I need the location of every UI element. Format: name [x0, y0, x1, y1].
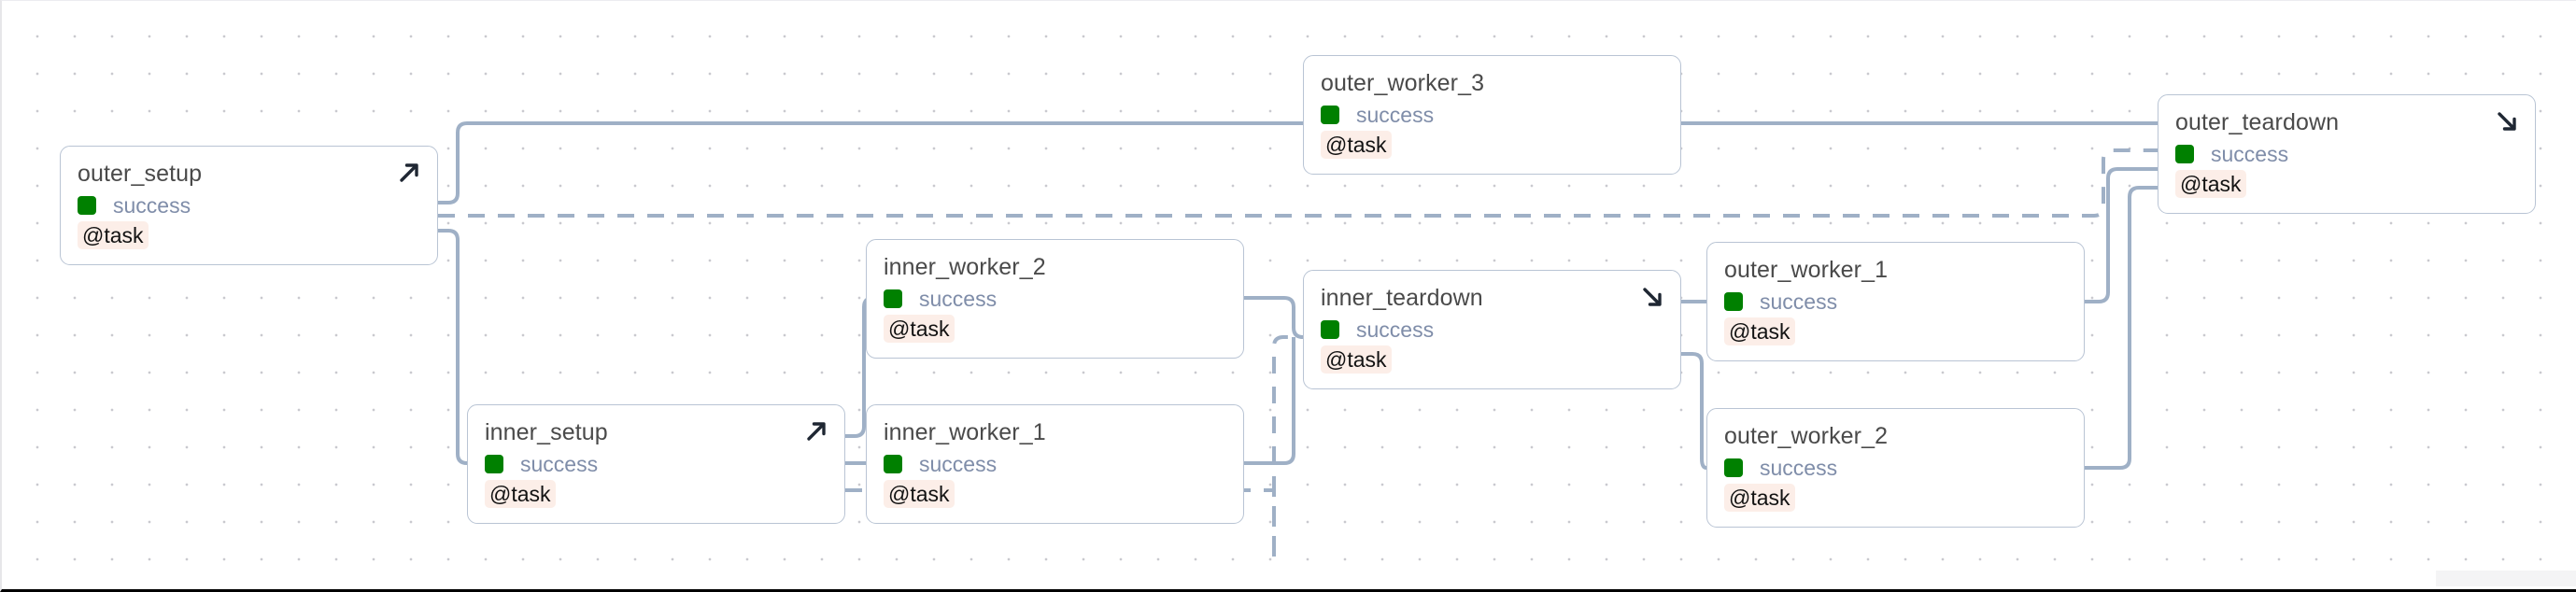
arrow-up-right-icon: [394, 158, 424, 188]
task-node-status-label: success: [919, 452, 998, 476]
task-node-badge-row: @task: [1724, 317, 2067, 345]
status-success-swatch-icon: [884, 289, 902, 308]
edge-inner_worker_1-to-inner_teardown: [1244, 337, 1295, 465]
task-decorator-badge: @task: [485, 480, 556, 508]
task-decorator-badge: @task: [1321, 345, 1392, 374]
task-decorator-badge: @task: [78, 221, 149, 249]
task-node-title: outer_teardown: [2175, 109, 2340, 135]
task-node-status-label: success: [919, 287, 998, 311]
task-node-badge-row: @task: [2175, 170, 2518, 198]
task-decorator-badge: @task: [1724, 317, 1795, 345]
edge-inner_teardown-to-outer_worker_2: [1681, 352, 1707, 470]
status-success-swatch-icon: [1724, 458, 1743, 477]
task-node-status-label: success: [520, 452, 599, 476]
task-node-status-row: success: [1321, 102, 1663, 128]
task-node-title: inner_setup: [485, 419, 608, 445]
arrow-down-right-icon: [1637, 282, 1667, 312]
task-node-status-row: success: [884, 451, 1226, 477]
task-node-status-row: success: [1724, 455, 2067, 481]
task-node-badge-row: @task: [1321, 131, 1663, 159]
arrow-down-right-icon: [2492, 106, 2522, 136]
task-node-badge-row: @task: [1321, 345, 1663, 374]
edge-outer_worker_1-to-outer_teardown: [2085, 167, 2158, 303]
task-node-title: outer_worker_1: [1724, 257, 1889, 283]
status-success-swatch-icon: [2175, 145, 2194, 163]
task-node-status-label: success: [1356, 317, 1435, 342]
status-success-swatch-icon: [1321, 320, 1339, 339]
task-node-status-row: success: [2175, 141, 2518, 167]
task-node-badge-row: @task: [884, 315, 1226, 343]
status-success-swatch-icon: [1724, 292, 1743, 311]
task-node-status-row: success: [1321, 317, 1663, 343]
task-decorator-badge: @task: [884, 315, 955, 343]
task-node-title: outer_worker_3: [1321, 70, 1485, 96]
task-node-title: inner_worker_2: [884, 254, 1046, 280]
task-node-status-label: success: [1760, 456, 1838, 480]
task-node-badge-row: @task: [1724, 484, 2067, 512]
status-success-swatch-icon: [78, 196, 96, 215]
arrow-up-right-icon: [801, 416, 831, 446]
task-node-status-label: success: [1760, 289, 1838, 314]
edge-outer_setup-to-inner_setup: [438, 229, 468, 465]
task-node-status-label: success: [1356, 103, 1435, 127]
task-node-status-label: success: [113, 193, 191, 218]
task-node-badge-row: @task: [884, 480, 1226, 508]
status-success-swatch-icon: [485, 455, 503, 473]
edge-inner_worker_2-to-inner_teardown: [1244, 296, 1304, 339]
task-node-status-row: success: [884, 286, 1226, 312]
task-node-title: outer_setup: [78, 161, 203, 187]
task-node-status-row: success: [1724, 289, 2067, 315]
bottom-status-strip: [2436, 571, 2576, 586]
task-node-title: inner_teardown: [1321, 285, 1483, 311]
task-decorator-badge: @task: [884, 480, 955, 508]
task-decorator-badge: @task: [1321, 131, 1392, 159]
edge-outer_worker_2-to-outer_teardown: [2085, 186, 2158, 470]
status-success-swatch-icon: [1321, 106, 1339, 124]
task-node-title: outer_worker_2: [1724, 423, 1889, 449]
task-decorator-badge: @task: [2175, 170, 2246, 198]
edge-outer_setup-to-outer_worker_3: [438, 121, 1303, 204]
task-node-status-label: success: [2211, 142, 2289, 166]
edge-outer_setup-to-outer_teardown: [438, 148, 2158, 218]
status-success-swatch-icon: [884, 455, 902, 473]
task-node-status-row: success: [78, 192, 420, 218]
task-node-badge-row: @task: [78, 221, 420, 249]
task-node-status-row: success: [485, 451, 828, 477]
task-node-badge-row: @task: [485, 480, 828, 508]
task-decorator-badge: @task: [1724, 484, 1795, 512]
task-node-title: inner_worker_1: [884, 419, 1046, 445]
